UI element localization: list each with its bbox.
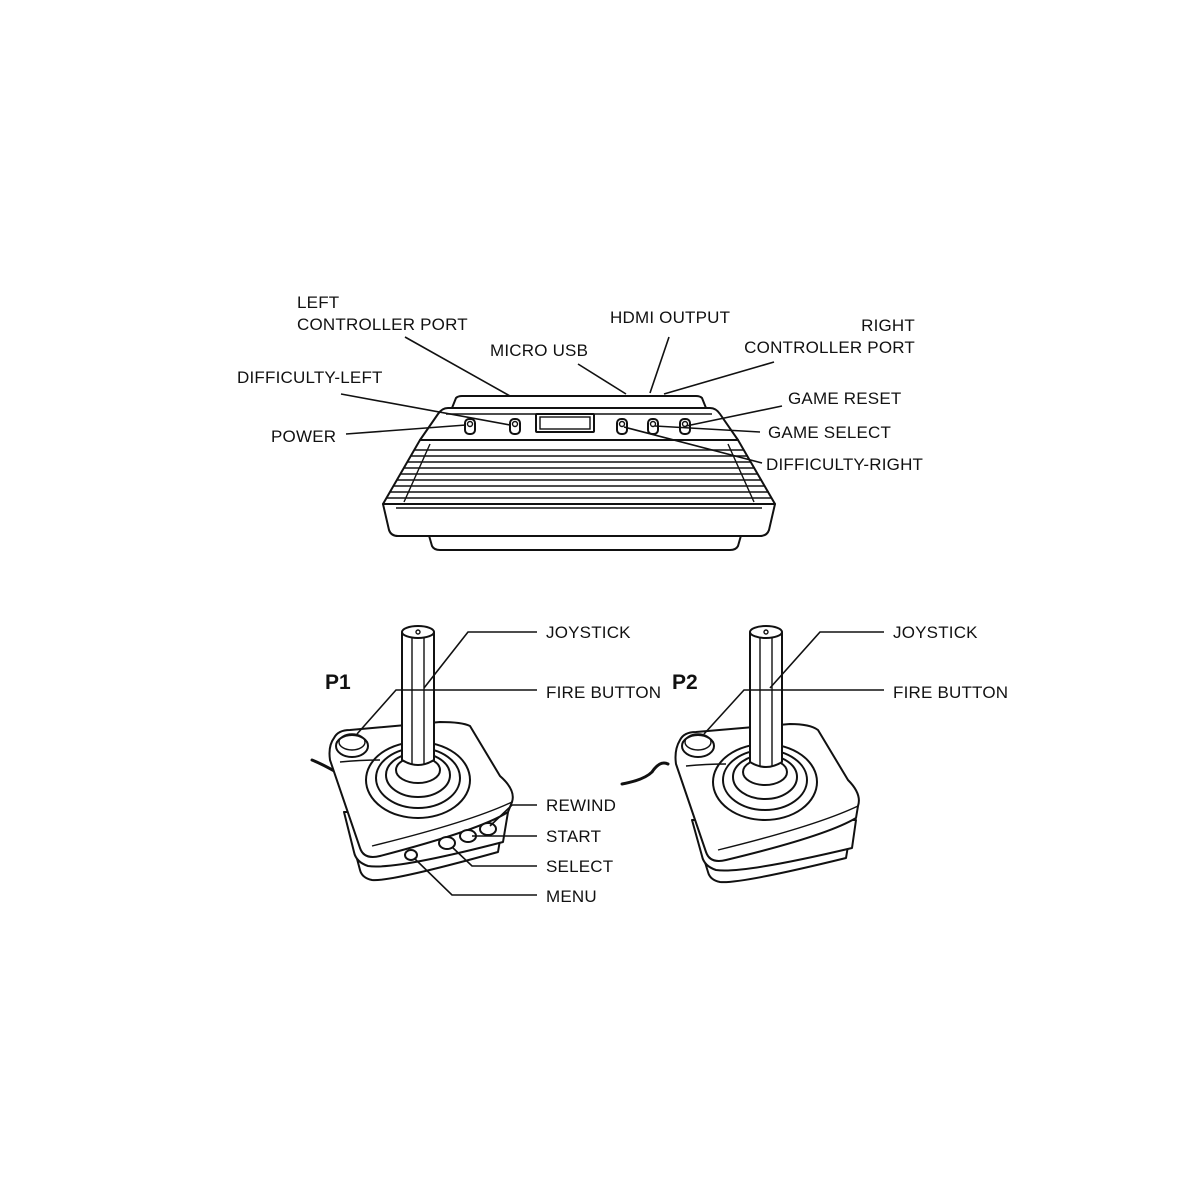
hdmi-output-label: HDMI OUTPUT [610,308,730,327]
console [382,395,776,551]
micro-usb-label: MICRO USB [490,341,588,360]
p2-fire-button-label: FIRE BUTTON [893,683,1008,702]
p2-joystick-label: JOYSTICK [893,623,978,642]
controller-p2 [620,625,860,884]
p1-fire-button [335,734,369,758]
p1-rewind-label: REWIND [546,796,616,815]
p1-fire-button-label: FIRE BUTTON [546,683,661,702]
p1-menu-button [404,849,418,861]
p1-select-label: SELECT [546,857,613,876]
cartridge-slot [535,413,595,433]
power-switch [464,418,476,435]
p2-housing [674,723,860,862]
left-controller-port-label-line1: LEFT [297,293,339,312]
p1-rewind-button [479,822,497,836]
p1-joystick-shaft [401,631,435,766]
p2-cable [620,761,670,786]
console-front-bezel [382,503,776,537]
console-rear [451,395,707,409]
p1-joystick-label: JOYSTICK [546,623,631,642]
p1-housing [328,721,514,858]
p2-callouts [703,631,884,735]
p1-menu-label: MENU [546,887,597,906]
p2-joystick-shaft [749,631,783,768]
left-controller-port-label-line2: CONTROLLER PORT [297,315,468,334]
game-select-label: GAME SELECT [768,423,891,442]
difficulty-left-label: DIFFICULTY-LEFT [237,368,383,387]
power-label: POWER [271,427,336,446]
p1-start-label: START [546,827,601,846]
game-reset-label: GAME RESET [788,389,901,408]
difficulty-right-label: DIFFICULTY-RIGHT [766,455,923,474]
difficulty-right-switch [616,418,628,435]
game-reset-switch [679,418,691,435]
p1-callouts [356,631,537,896]
p2-fire-button [681,734,715,758]
controller-p1 [310,625,514,882]
console-grille [387,443,772,503]
console-callouts [340,336,783,464]
right-controller-port-label-line2: CONTROLLER PORT [744,338,915,357]
p1-select-button [438,836,456,850]
right-controller-port-label-line1: RIGHT [861,316,915,335]
difficulty-left-switch [509,418,521,435]
p1-player-label: P1 [325,671,351,694]
p2-player-label: P2 [672,671,698,694]
